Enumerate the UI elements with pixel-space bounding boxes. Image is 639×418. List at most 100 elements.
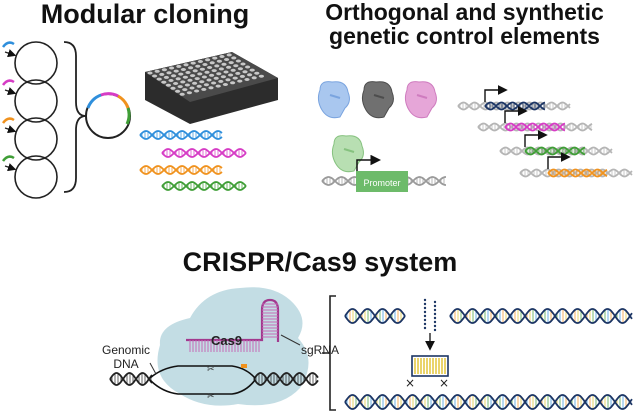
plate-well (187, 78, 193, 82)
part-circle-2 (14, 79, 58, 123)
cut-end-dot (423, 322, 427, 326)
dna-helix-green (161, 181, 247, 191)
helix-strand (139, 130, 223, 140)
helix-strand (161, 148, 247, 158)
plate-well (180, 80, 186, 84)
plate-well (178, 72, 184, 76)
helix-strand (519, 168, 633, 178)
cut-end-dot (423, 314, 427, 318)
genomic-dna-left (109, 372, 153, 386)
helix-strand (504, 122, 566, 132)
helix-strand (504, 122, 566, 132)
plate-well (147, 71, 153, 75)
plate-well (197, 60, 203, 63)
genomic-dna-label: Genomic DNA (96, 343, 156, 372)
plate-well (221, 62, 227, 66)
circuit-helix-colored (484, 101, 546, 111)
dna-helix-blue (139, 130, 223, 140)
plate-well (183, 63, 189, 67)
helix-strand (344, 394, 633, 410)
plate-well (231, 56, 237, 60)
helix-strand (547, 168, 608, 178)
plate-well (251, 76, 257, 80)
promoter-arrow-small (524, 130, 548, 147)
plate-well (230, 81, 236, 85)
plate-well (209, 61, 215, 65)
plate-well (247, 73, 253, 77)
plate-well (216, 59, 222, 63)
plate-well (177, 85, 183, 89)
plate-well (170, 86, 176, 90)
plate-well (206, 78, 212, 82)
modular-cloning-title: Modular cloning (40, 0, 250, 29)
circuit-helix-gray (519, 168, 633, 178)
plate-well (192, 81, 198, 85)
genomic-dna-label-line2: DNA (113, 356, 139, 371)
crispr-title: CRISPR/Cas9 system (182, 247, 458, 277)
part-arc-blue (1, 41, 17, 58)
modular-cloning-panel (1, 41, 278, 199)
orthogonal-title-line1: Orthogonal and synthetic (325, 0, 604, 25)
plate-well (244, 78, 250, 81)
plate-well (218, 79, 224, 83)
plate-well (194, 77, 200, 81)
sgrna-hairpin (186, 298, 280, 342)
part-circle-3 (14, 117, 58, 161)
assembly-brace (63, 41, 87, 193)
plate-well (214, 64, 220, 68)
plate-well (237, 67, 243, 71)
plate-well (166, 71, 172, 75)
plate-well (216, 72, 222, 76)
cut-dna-right (449, 308, 633, 324)
helix-strand (109, 372, 153, 386)
circuit-helix-colored (504, 122, 566, 132)
plate-well (208, 86, 214, 90)
dna-library-helices (139, 130, 247, 191)
plate-well (215, 84, 221, 88)
regulator-protein-green (331, 135, 364, 173)
plate-well (212, 56, 218, 60)
cut-end-dot (433, 312, 437, 316)
sgrna-rungs (189, 303, 278, 352)
plate-well (211, 69, 217, 73)
plate-well (226, 65, 232, 69)
plate-well (201, 75, 207, 79)
plate-well (199, 67, 205, 71)
sgrna-label: sgRNA (301, 343, 340, 357)
genomic-dna-label-line1: Genomic (101, 343, 151, 357)
orthogonal-panel: Promoter (317, 81, 633, 192)
plate-well (180, 68, 186, 71)
sgrna-pointer (280, 334, 301, 346)
plate-well (249, 68, 255, 72)
helix-strand (524, 146, 586, 156)
plate-well (189, 86, 195, 90)
helix-strand (253, 372, 319, 386)
plate-well (233, 64, 239, 68)
helix-strand (449, 308, 633, 324)
cas9-label: Cas9 (211, 333, 243, 348)
crossover-mark-right: × (439, 376, 449, 390)
part-circle-1 (14, 41, 58, 85)
part-arc-orange (1, 117, 17, 134)
promoter-arrow-small (504, 106, 528, 123)
cut-end-dot (423, 306, 427, 310)
plate-well (171, 74, 177, 78)
promoter-arrow-small (547, 152, 571, 169)
plate-well (169, 66, 175, 70)
plate-well (240, 62, 246, 66)
plate-well (165, 83, 171, 87)
repair-bracket (322, 295, 336, 411)
circuit-helix-colored (524, 146, 586, 156)
cut-end-dot (433, 300, 437, 304)
plate-well (222, 83, 228, 86)
target-strand-bottom (149, 379, 256, 395)
plate-well (235, 71, 241, 75)
plate-well (154, 69, 160, 73)
plate-well (159, 72, 165, 76)
target-strand-top (149, 365, 256, 379)
regulator-protein-pink (404, 81, 437, 119)
plate-well (185, 71, 191, 74)
plate-well (232, 76, 238, 80)
plate-well (213, 76, 219, 80)
